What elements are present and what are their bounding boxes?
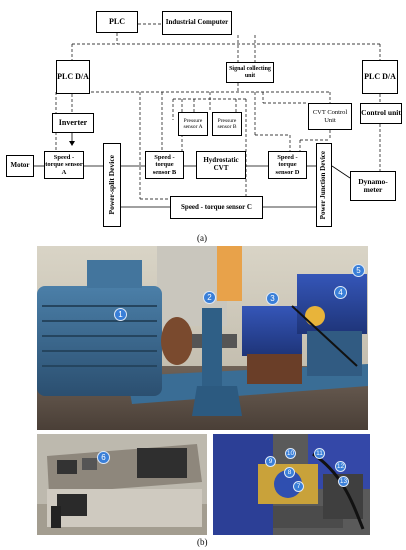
speed-torque-sensor-c-box: Speed - torque sensor C — [170, 196, 263, 219]
signal-collecting-unit-box: Signal collecting unit — [226, 62, 274, 83]
plc-da-right-box: PLC D/A — [362, 60, 398, 94]
cvt-control-unit-box: CVT Control Unit — [308, 103, 352, 130]
badge-6: 6 — [97, 451, 110, 464]
power-junction-device-box: Power Junction Device — [316, 143, 332, 227]
badge-13: 13 — [338, 476, 349, 487]
badge-7: 7 — [293, 481, 304, 492]
industrial-computer-box: Industrial Computer — [162, 11, 232, 35]
badge-1: 1 — [114, 308, 127, 321]
badge-9: 9 — [265, 456, 276, 467]
test-bench-photo: 1 2 3 4 5 — [37, 246, 368, 430]
plc-box: PLC — [96, 11, 138, 33]
speed-torque-sensor-d-box: Speed - torque sensor D — [268, 151, 307, 179]
power-split-device-box: Power-split Device — [103, 143, 121, 227]
badge-10: 10 — [285, 448, 296, 459]
control-unit-box: Control unit — [360, 103, 402, 124]
inverter-box: Inverter — [52, 113, 94, 133]
dynamometer-box: Dynamo-meter — [350, 171, 396, 201]
caption-a: (a) — [197, 233, 207, 243]
badge-8: 8 — [284, 467, 295, 478]
caption-b: (b) — [197, 537, 208, 547]
pressure-sensor-a-box: Pressure sensor A — [178, 112, 208, 136]
motor-box: Motor — [6, 155, 34, 177]
badge-2: 2 — [203, 291, 216, 304]
badge-3: 3 — [266, 292, 279, 305]
badge-5: 5 — [352, 264, 365, 277]
power-junction-device-label: Power Junction Device — [319, 150, 328, 220]
badge-12: 12 — [335, 461, 346, 472]
badge-11: 11 — [314, 448, 325, 459]
diagram-connections — [34, 23, 381, 208]
power-split-device-label: Power-split Device — [106, 155, 116, 215]
control-console-illustration — [37, 434, 207, 535]
speed-torque-sensor-a-box: Speed - torque sensor A — [44, 151, 84, 179]
hydraulic-detail-photo: 7 8 9 10 11 12 13 — [213, 434, 370, 535]
pressure-sensor-b-box: Pressure sensor B — [212, 112, 242, 136]
plc-da-left-box: PLC D/A — [56, 60, 90, 94]
badge-4: 4 — [334, 286, 347, 299]
hydrostatic-cvt-box: Hydrostatic CVT — [196, 151, 246, 179]
speed-torque-sensor-b-box: Speed - torque sensor B — [145, 151, 184, 179]
control-console-photo: 6 — [37, 434, 207, 535]
test-bench-illustration — [37, 246, 368, 430]
